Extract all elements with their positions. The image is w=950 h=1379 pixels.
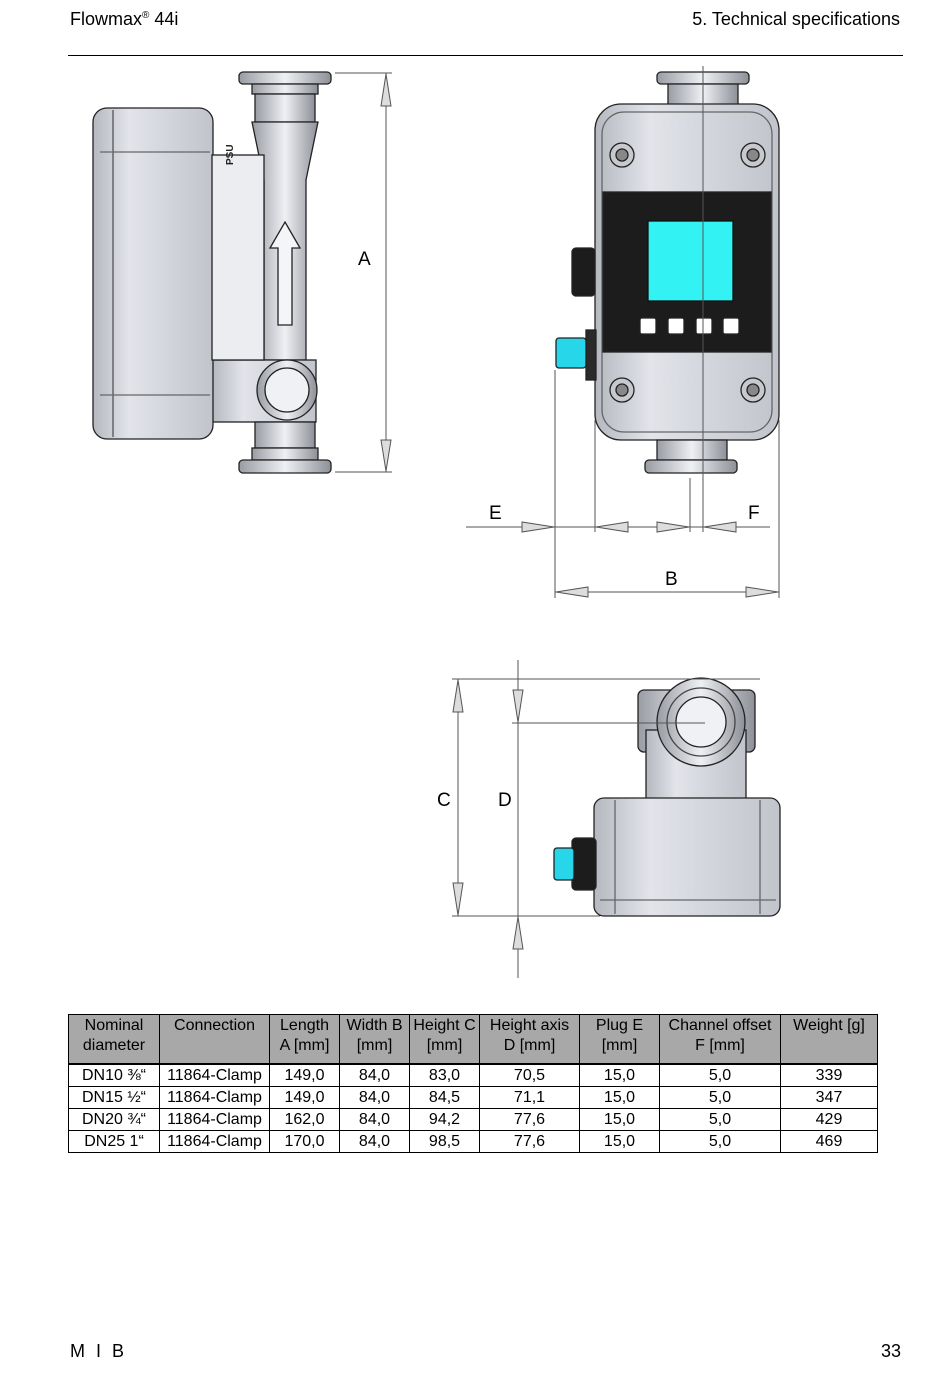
- cell-connection: 11864-Clamp: [159, 1108, 270, 1131]
- label-a: A: [358, 249, 371, 270]
- cell-width-b: 84,0: [339, 1108, 410, 1131]
- cell-nominal-diameter: DN25 1“: [68, 1130, 160, 1153]
- cell-length-a: 149,0: [269, 1086, 340, 1109]
- registered-mark: ®: [142, 10, 150, 21]
- cell-weight: 339: [780, 1063, 878, 1087]
- cell-connection: 11864-Clamp: [159, 1063, 270, 1087]
- psu-marking: PSU: [225, 144, 236, 165]
- front-view: [555, 71, 780, 474]
- label-d: D: [498, 790, 512, 811]
- cell-nominal-diameter: DN10 ⅜“: [68, 1063, 160, 1087]
- cell-connection: 11864-Clamp: [159, 1130, 270, 1153]
- cell-plug-e: 15,0: [579, 1063, 660, 1087]
- cell-plug-e: 15,0: [579, 1130, 660, 1153]
- header-height-c: Height C[mm]: [409, 1014, 480, 1065]
- dimension-a: [335, 72, 392, 473]
- cell-width-b: 84,0: [339, 1130, 410, 1153]
- cell-weight: 429: [780, 1108, 878, 1131]
- cell-height-axis-d: 77,6: [479, 1130, 580, 1153]
- product-name: Flowmax: [70, 9, 143, 29]
- cell-height-c: 98,5: [409, 1130, 480, 1153]
- model-name: 44i: [154, 9, 179, 29]
- header-plug-e: Plug E[mm]: [579, 1014, 660, 1065]
- label-f: F: [748, 503, 760, 524]
- label-e: E: [489, 503, 502, 524]
- table-row: DN10 ⅜“ 11864-Clamp 149,0 84,0 83,0 70,5…: [68, 1063, 878, 1087]
- cell-plug-e: 15,0: [579, 1086, 660, 1109]
- cell-length-a: 149,0: [269, 1063, 340, 1087]
- cell-height-c: 94,2: [409, 1108, 480, 1131]
- header-weight: Weight [g]: [780, 1014, 878, 1065]
- table-row: DN20 ¾“ 11864-Clamp 162,0 84,0 94,2 77,6…: [68, 1108, 878, 1131]
- cell-height-c: 84,5: [409, 1086, 480, 1109]
- page-number: 33: [880, 1341, 901, 1361]
- header-product: Flowmax® 44i: [70, 9, 178, 30]
- cell-height-c: 83,0: [409, 1063, 480, 1087]
- table-row: DN25 1“ 11864-Clamp 170,0 84,0 98,5 77,6…: [68, 1130, 878, 1153]
- cell-width-b: 84,0: [339, 1086, 410, 1109]
- header-section: 5. Technical specifications: [692, 9, 900, 29]
- header-connection: Connection: [159, 1014, 270, 1065]
- dimension-efb: [466, 370, 780, 598]
- cell-height-axis-d: 77,6: [479, 1108, 580, 1131]
- header-width-b: Width B[mm]: [339, 1014, 410, 1065]
- cell-channel-offset-f: 5,0: [659, 1086, 781, 1109]
- cell-nominal-diameter: DN15 ½“: [68, 1086, 160, 1109]
- cell-height-axis-d: 70,5: [479, 1063, 580, 1087]
- cell-weight: 469: [780, 1130, 878, 1153]
- cell-channel-offset-f: 5,0: [659, 1108, 781, 1131]
- cell-width-b: 84,0: [339, 1063, 410, 1087]
- cell-length-a: 162,0: [269, 1108, 340, 1131]
- cell-length-a: 170,0: [269, 1130, 340, 1153]
- dimension-drawing: PSU A: [92, 66, 781, 978]
- cell-channel-offset-f: 5,0: [659, 1063, 781, 1087]
- cell-channel-offset-f: 5,0: [659, 1130, 781, 1153]
- side-view: PSU: [92, 71, 332, 474]
- footer-left: M I B: [70, 1341, 128, 1361]
- cell-nominal-diameter: DN20 ¾“: [68, 1108, 160, 1131]
- dimension-cd: [452, 660, 760, 978]
- cell-connection: 11864-Clamp: [159, 1086, 270, 1109]
- table-row: DN15 ½“ 11864-Clamp 149,0 84,0 84,5 71,1…: [68, 1086, 878, 1109]
- cell-height-axis-d: 71,1: [479, 1086, 580, 1109]
- cell-weight: 347: [780, 1086, 878, 1109]
- top-view: [553, 677, 781, 917]
- header-rule: [68, 55, 903, 56]
- cell-plug-e: 15,0: [579, 1108, 660, 1131]
- label-b: B: [665, 569, 678, 590]
- label-c: C: [437, 790, 451, 811]
